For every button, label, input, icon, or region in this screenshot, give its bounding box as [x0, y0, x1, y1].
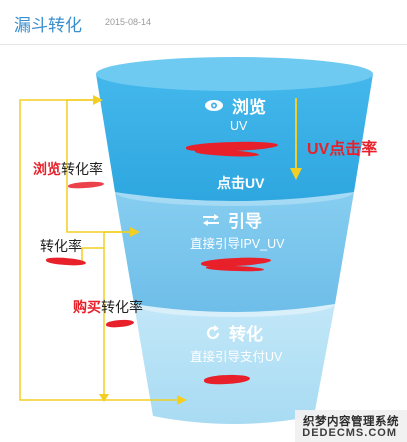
refresh-icon	[206, 324, 220, 339]
buy-conversion-rate-prefix: 购买	[73, 299, 101, 315]
stage-browse-title: 浏览	[232, 98, 266, 117]
funnel-stage-browse-top	[96, 57, 373, 91]
buy-conversion-rate-label: 购买转化率	[73, 297, 143, 317]
stage-guide-title: 引导	[228, 212, 262, 231]
watermark-line-1: 织梦内容管理系统	[303, 416, 399, 428]
funnel-stage-convert	[134, 304, 335, 424]
bracket-arrowheads	[93, 95, 187, 405]
funnel-stage-guide	[115, 192, 354, 312]
funnel-stage-browse	[96, 74, 373, 201]
stage-convert-subtitle: 直接引导支付UV	[190, 350, 283, 364]
stage-convert-title: 转化	[229, 325, 263, 344]
browse-conversion-rate-label: 浏览转化率	[33, 159, 103, 179]
stage-guide-subtitle: 直接引导IPV_UV	[190, 237, 285, 251]
buy-conversion-rate-suffix: 转化率	[101, 299, 143, 315]
watermark-line-2: DEDECMS.COM	[302, 427, 397, 439]
uv-click-rate-label: UV点击率	[307, 141, 378, 158]
conversion-brackets	[19, 99, 182, 401]
eye-icon	[205, 100, 223, 111]
browse-conversion-rate-suffix: 转化率	[61, 161, 103, 177]
uv-click-arrowhead	[290, 168, 302, 180]
stage-browse-title-row: 浏览	[204, 93, 266, 118]
click-uv-label: 点击UV	[217, 175, 265, 191]
stage-browse-subtitle: UV	[230, 119, 248, 133]
conversion-rate-label: 转化率	[40, 238, 82, 254]
page-header: 漏斗转化 2015-08-14	[0, 0, 407, 45]
stage-guide-title-row: 引导	[202, 207, 262, 232]
browse-conversion-rate-prefix: 浏览	[33, 161, 61, 177]
swap-arrows-icon	[203, 213, 219, 226]
page-title: 漏斗转化	[14, 16, 82, 35]
stage-convert-title-row: 转化	[205, 320, 263, 345]
watermark: 织梦内容管理系统 DEDECMS.COM	[295, 410, 407, 442]
publish-date: 2015-08-14	[105, 17, 152, 27]
